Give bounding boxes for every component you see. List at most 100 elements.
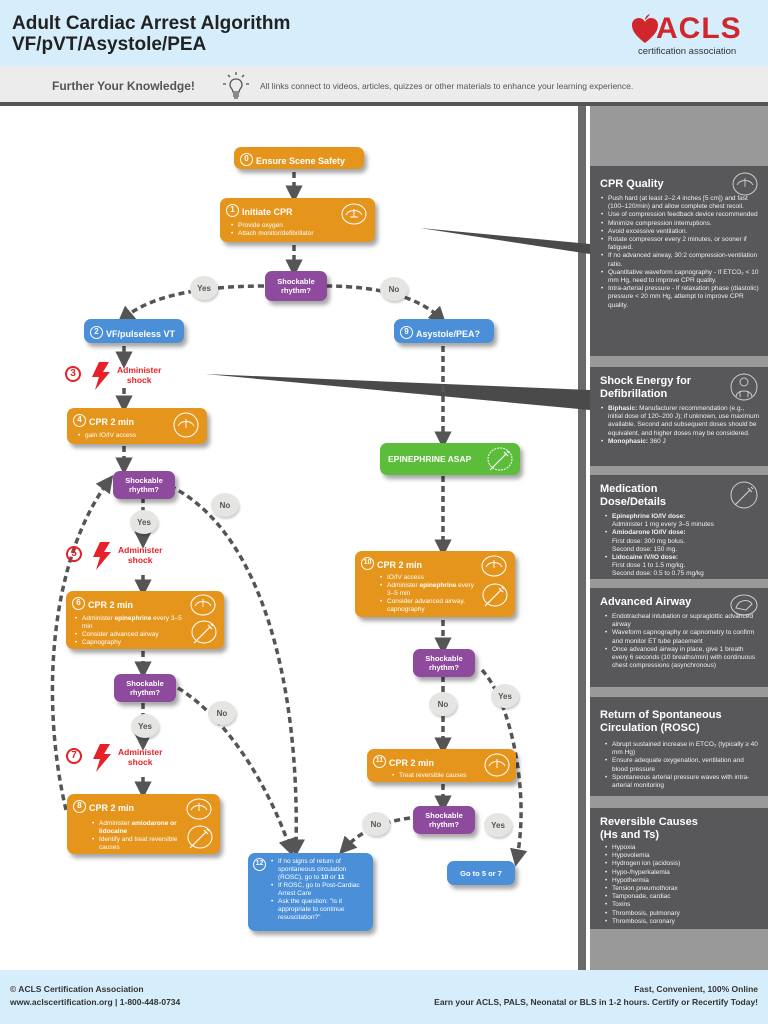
list-item: Epinephrine IO/IV dose:Administer 1 mg e… — [604, 513, 760, 529]
list-item: Hydrogen ion (acidosis) — [604, 860, 760, 868]
step-number: 9 — [400, 326, 413, 340]
step-number: 2 — [90, 326, 103, 340]
cpr-hands-icon — [732, 172, 758, 196]
cpr-hands-icon — [186, 798, 212, 820]
go-to-5-or-7[interactable]: Go to 5 or 7 — [447, 861, 515, 885]
list-item: gain IO/IV access — [77, 432, 201, 440]
cpr-hands-icon — [190, 594, 216, 616]
logo-subtext: certification association — [638, 46, 737, 57]
step-11-list: Treat reversible causes — [391, 772, 510, 780]
title-line-1: Adult Cardiac Arrest Algorithm — [12, 13, 291, 34]
epinephrine-asap[interactable]: EPINEPHRINE ASAP — [380, 443, 520, 475]
callout-wedge-shock — [205, 374, 590, 410]
list-item: Push hard (at least 2–2.4 inches [5 cm])… — [600, 195, 760, 211]
decision-shockable-2[interactable]: Shockable rhythm? — [113, 471, 175, 499]
list-item: Biphasic: Manufacturer recommendation (e… — [600, 405, 760, 438]
shock-energy-list: Biphasic: Manufacturer recommendation (e… — [600, 405, 760, 446]
yes-label-5: Yes — [484, 813, 512, 837]
step-number: 6 — [72, 597, 85, 611]
header: Adult Cardiac Arrest Algorithm VF/pVT/As… — [0, 0, 768, 66]
lightbulb-icon — [223, 72, 249, 99]
step-number: 12 — [253, 858, 266, 871]
step-6-list: Administer epinephrine every 3–5 min Con… — [74, 615, 184, 647]
panel-reversible-causes[interactable]: Reversible Causes (Hs and Ts) Hypoxia Hy… — [590, 808, 768, 929]
acls-logo[interactable]: ACLS certification association — [624, 10, 754, 60]
no-label-5: No — [362, 812, 390, 836]
no-label-1: No — [380, 277, 408, 301]
step-title: Asystole/PEA? — [416, 329, 481, 339]
decision-shockable-1[interactable]: Shockable rhythm? — [265, 271, 327, 301]
step-1-list: Provide oxygen Attach monitor/defibrilla… — [230, 222, 369, 238]
list-item: Intra-arterial pressure - If relaxation … — [600, 285, 760, 310]
call-to-action[interactable]: Earn your ACLS, PALS, Neonatal or BLS in… — [434, 997, 758, 1007]
syringe-icon — [191, 620, 217, 644]
list-item: Lidocaine IV/IO dose:First dose 1 to 1.5… — [604, 554, 760, 579]
sidebar-edge — [578, 106, 586, 970]
yes-label-4: Yes — [491, 684, 519, 708]
arrow-d4-yes — [480, 668, 528, 867]
list-item: If no advanced airway, 30:2 compression-… — [600, 252, 760, 268]
step-8-list: Administer amiodarone or lidocaine Ident… — [91, 820, 186, 852]
decision-text: Shockable rhythm? — [425, 811, 463, 829]
list-item: Use of compression feedback device recom… — [600, 211, 760, 219]
step-title: CPR 2 min — [389, 758, 435, 768]
step-12-rosc-check[interactable]: 12 If no signs of return of spontaneous … — [248, 853, 373, 931]
list-item: Capnography — [74, 639, 184, 647]
list-item: Minimize compression interruptions. — [600, 220, 760, 228]
step-number: 5 — [66, 546, 82, 562]
list-item: If no signs of return of spontaneous cir… — [270, 858, 367, 882]
decision-text: Shockable rhythm? — [425, 654, 463, 672]
panel-title: Shock Energy for Defibrillation — [600, 375, 692, 400]
cpr-hands-icon — [484, 753, 510, 777]
step-title: Initiate CPR — [242, 207, 293, 217]
step-12-list: If no signs of return of spontaneous cir… — [270, 858, 367, 922]
syringe-icon — [730, 481, 758, 509]
list-item: Ensure adequate oxygenation, ventilation… — [604, 757, 760, 773]
panel-shock-energy[interactable]: Shock Energy for Defibrillation Biphasic… — [590, 367, 768, 466]
panel-title: CPR Quality — [600, 178, 664, 190]
list-item: Treat reversible causes — [391, 772, 510, 780]
list-item: Administer amiodarone or lidocaine — [91, 820, 186, 836]
knowledge-bar: Further Your Knowledge! All links connec… — [0, 66, 768, 106]
arrow-loop-8-d2 — [50, 474, 114, 811]
syringe-icon — [487, 447, 513, 471]
list-item: Hypovolemia — [604, 852, 760, 860]
arrow-d3-no — [177, 686, 296, 857]
logo-text: ACLS — [656, 12, 742, 45]
knowledge-description: All links connect to videos, articles, q… — [260, 81, 634, 91]
syringe-icon — [187, 825, 213, 849]
advanced-airway-list: Endotracheal intubation or supraglottic … — [604, 613, 760, 670]
panel-advanced-airway[interactable]: Advanced Airway Endotracheal intubation … — [590, 588, 768, 687]
panel-medication[interactable]: Medication Dose/Details Epinephrine IO/I… — [590, 475, 768, 579]
yes-label-3: Yes — [131, 714, 159, 738]
list-item: Monophasic: 360 J — [600, 438, 760, 446]
step-title: VF/pulseless VT — [106, 329, 176, 339]
step-title: CPR 2 min — [377, 560, 423, 570]
decision-shockable-5[interactable]: Shockable rhythm? — [413, 806, 475, 834]
decision-shockable-4[interactable]: Shockable rhythm? — [413, 649, 475, 677]
panel-cpr-quality[interactable]: CPR Quality Push hard (at least 2–2.4 in… — [590, 166, 768, 356]
list-item: Abrupt sustained increase in ETCO₂ (typi… — [604, 741, 760, 757]
step-number: 7 — [66, 748, 82, 764]
panel-rosc[interactable]: Return of Spontaneous Circulation (ROSC)… — [590, 697, 768, 796]
list-item: Provide oxygen — [230, 222, 369, 230]
decision-shockable-3[interactable]: Shockable rhythm? — [114, 674, 176, 702]
list-item: Hypoxia — [604, 844, 760, 852]
step-title: CPR 2 min — [88, 600, 134, 610]
footer-right: Fast, Convenient, 100% Online Earn your … — [434, 983, 758, 1009]
contact-link[interactable]: www.aclscertification.org | 1-800-448-07… — [10, 997, 181, 1007]
no-label-3: No — [208, 701, 236, 725]
